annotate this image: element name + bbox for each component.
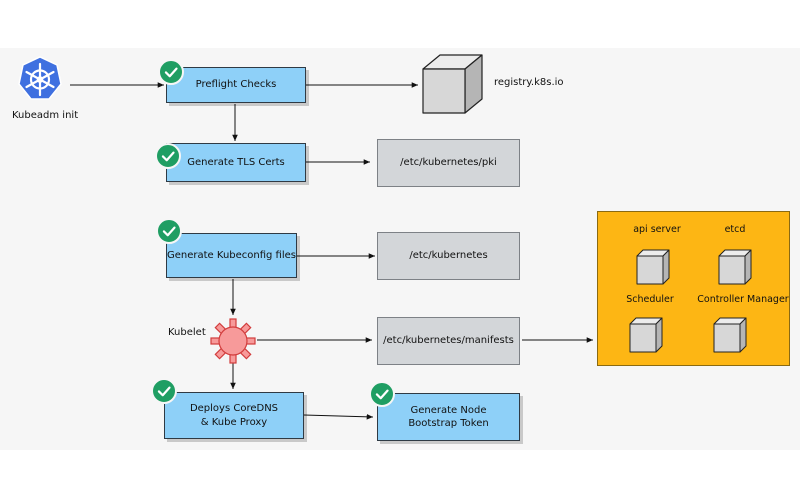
- api-server-cube-icon: [636, 249, 670, 285]
- kubelet-label: Kubelet: [168, 327, 206, 338]
- scheduler-label: Scheduler: [626, 294, 674, 305]
- etcd-cube-icon: [718, 249, 752, 285]
- bootstrap-check-icon: [369, 381, 395, 407]
- kubeadm-init-label: Kubeadm init: [12, 110, 79, 121]
- arrow-coredns-to-bootstrap: [303, 414, 374, 420]
- gear-icon: [210, 318, 256, 364]
- registry-cube-icon: [422, 54, 483, 114]
- registry-label: registry.k8s.io: [494, 77, 564, 88]
- api-server-label: api server: [633, 224, 681, 235]
- deploy-coredns-kubeproxy-step[interactable]: Deploys CoreDNS & Kube Proxy: [164, 392, 304, 439]
- generate-kubeconfig-step[interactable]: Generate Kubeconfig files: [166, 233, 297, 278]
- control-plane-box: api server etcd Scheduler Controller Man…: [597, 211, 790, 366]
- preflight-check-icon: [158, 59, 184, 85]
- etcd-label: etcd: [724, 224, 746, 235]
- kubernetes-helm-icon: [18, 56, 62, 100]
- tls-check-icon: [155, 143, 181, 169]
- controller-manager-cube-icon: [713, 317, 747, 353]
- coredns-check-icon: [151, 378, 177, 404]
- generate-bootstrap-token-step[interactable]: Generate Node Bootstrap Token: [377, 393, 520, 441]
- manifests-path-box[interactable]: /etc/kubernetes/manifests: [377, 317, 520, 365]
- generate-tls-certs-step[interactable]: Generate TLS Certs: [166, 143, 306, 182]
- controller-manager-label: Controller Manager: [697, 294, 789, 305]
- kubernetes-path-box[interactable]: /etc/kubernetes: [377, 232, 520, 280]
- pki-path-box[interactable]: /etc/kubernetes/pki: [377, 139, 520, 187]
- kubeconfig-check-icon: [156, 218, 182, 244]
- scheduler-cube-icon: [629, 317, 663, 353]
- preflight-checks-step[interactable]: Preflight Checks: [166, 67, 306, 103]
